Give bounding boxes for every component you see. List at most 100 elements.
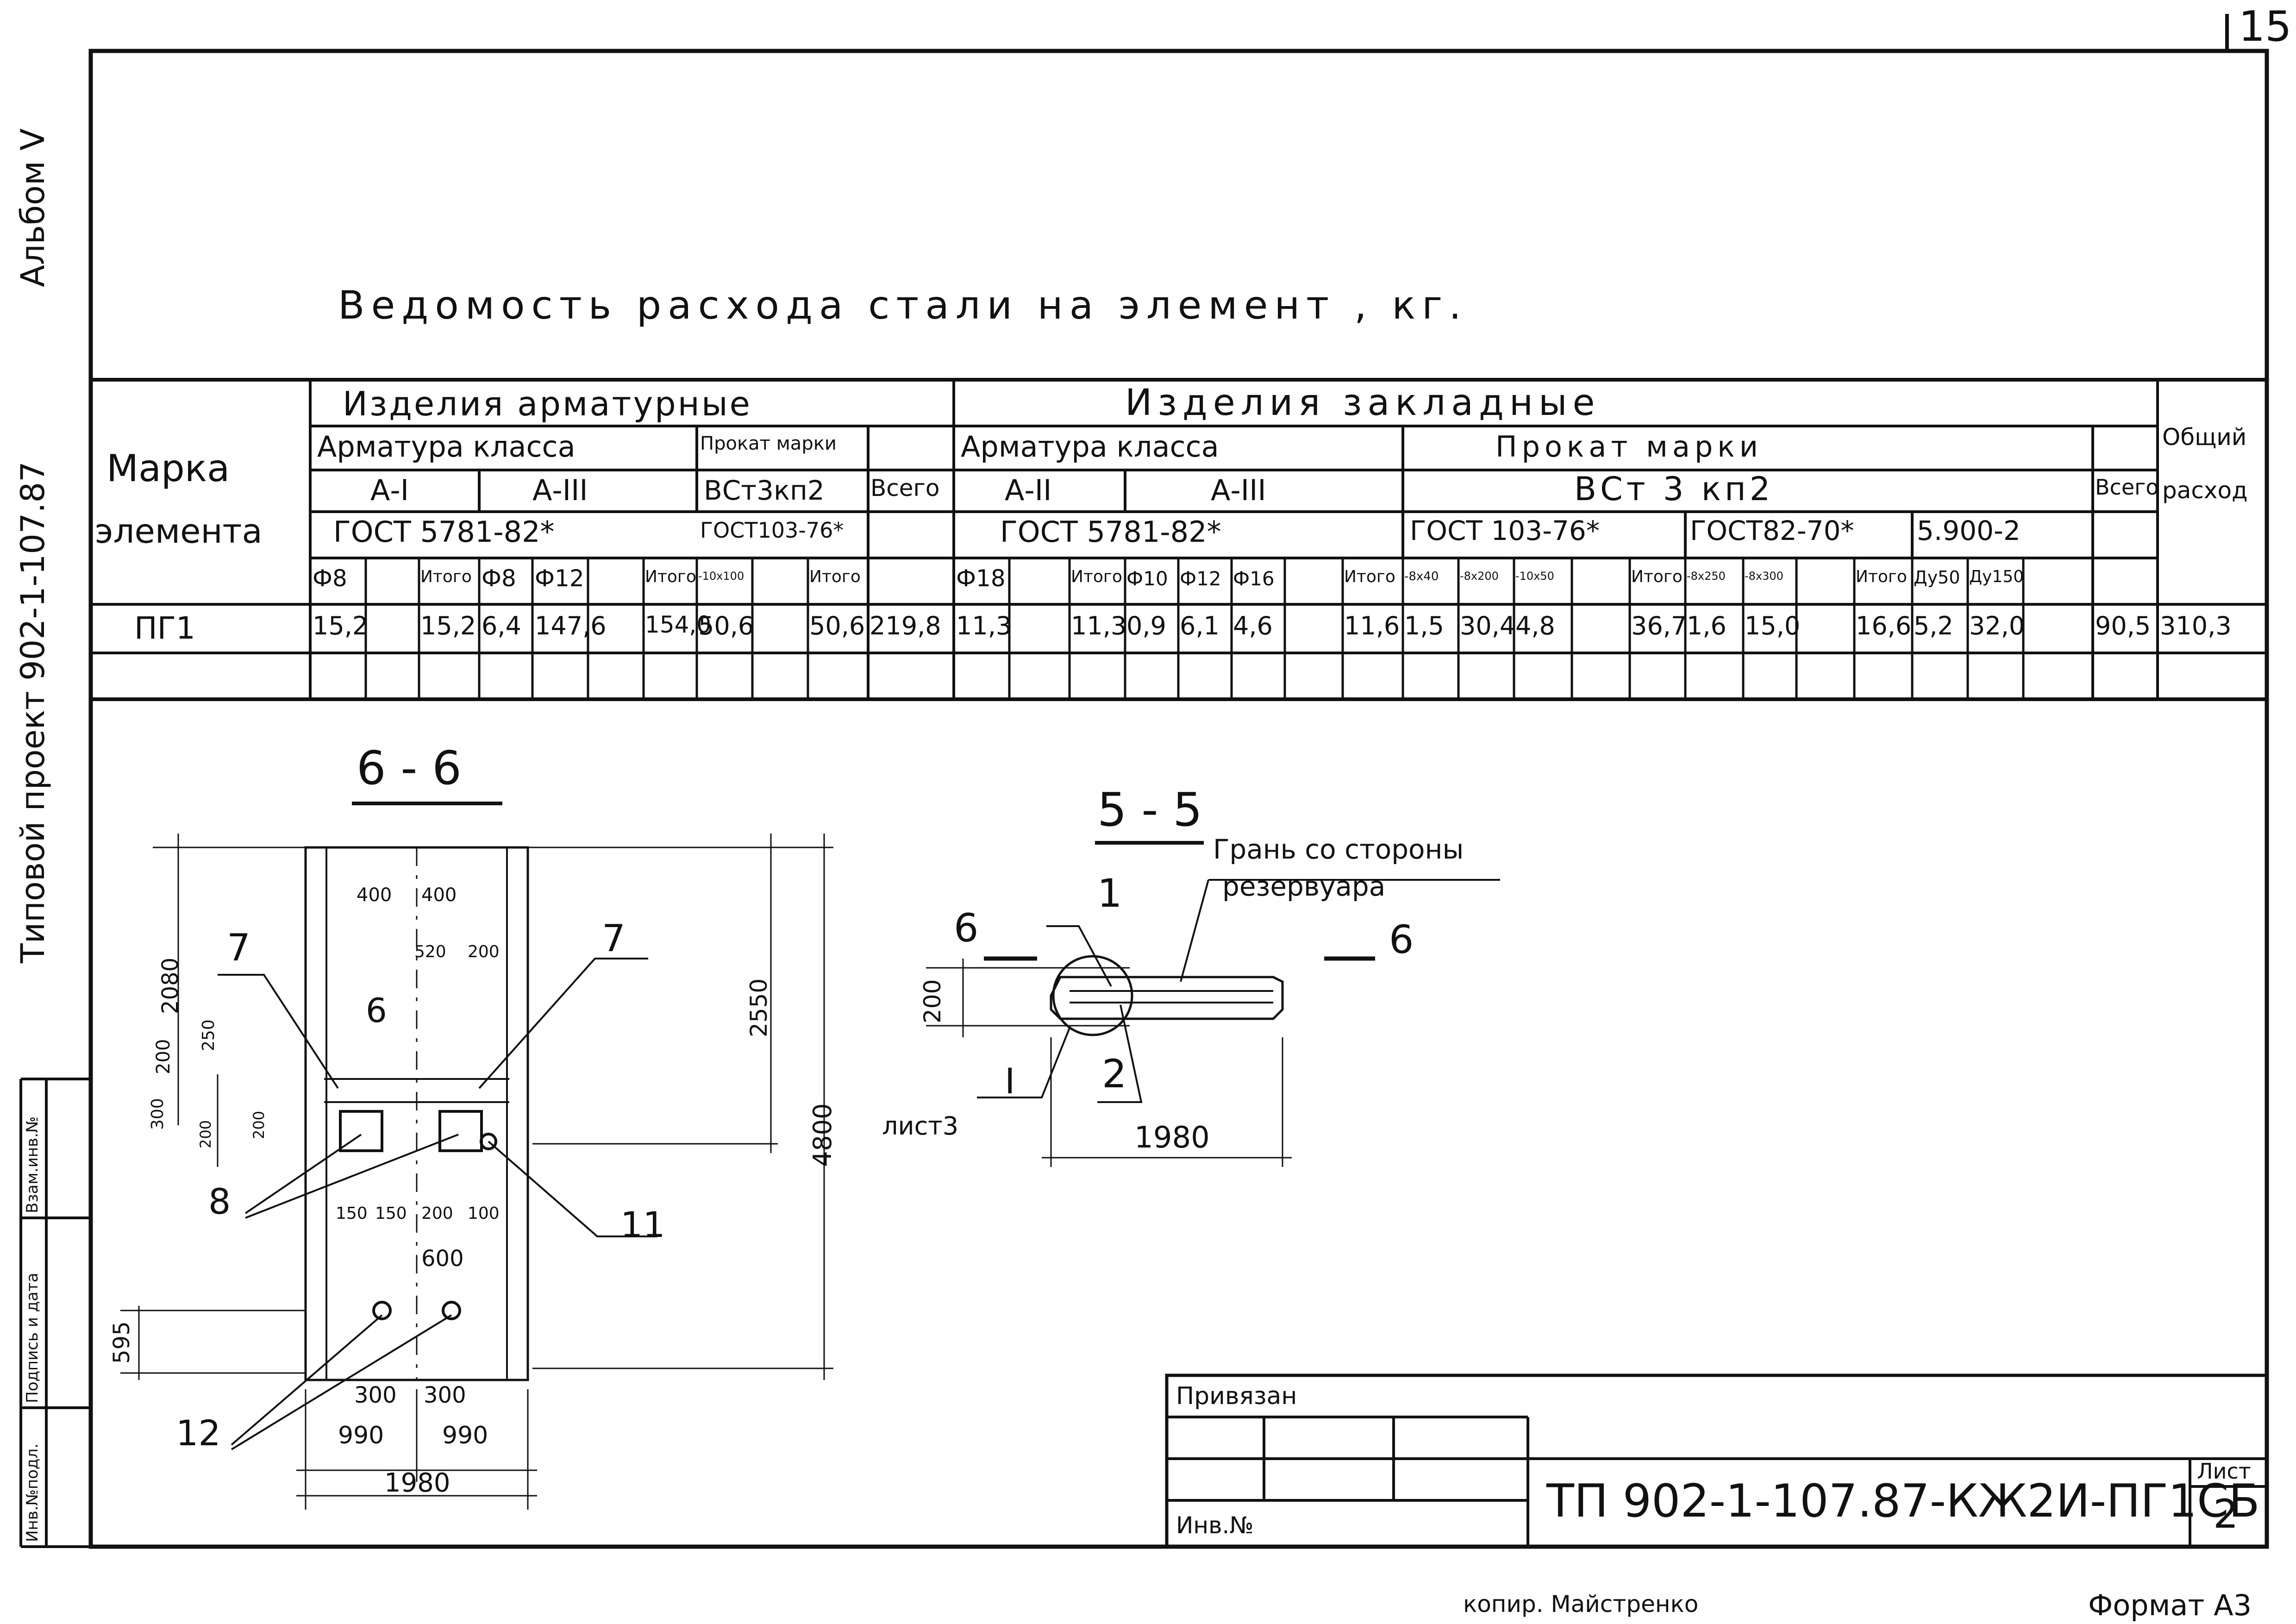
callout-7-left: 7 — [227, 926, 250, 969]
sub-header: -10х50 — [1515, 570, 1554, 583]
title-block-bound: Привязан — [1176, 1382, 1297, 1410]
dim-label: 400 — [421, 884, 457, 906]
row-cell: 0,9 — [1126, 611, 1166, 640]
rolled-brand: Прокат марки — [700, 433, 837, 454]
arm-gost: ГОСТ 5781-82* — [333, 515, 555, 549]
note-face-2: резервуара — [1222, 871, 1386, 902]
footer-format: Формат А3 — [2088, 1588, 2252, 1622]
callout-1: 1 — [1097, 871, 1122, 916]
dim-label: 200 — [468, 942, 500, 961]
drawing-code: ТП 902-1-107.87-КЖ2И-ПГ1СБ — [1546, 1475, 2260, 1528]
group-armature: Изделия арматурные — [343, 384, 752, 423]
section-55-title: 5 - 5 — [1097, 783, 1202, 837]
dim-label: 150 — [375, 1204, 407, 1223]
emb-gost-1: ГОСТ 103-76* — [1410, 515, 1600, 546]
dim-label: 2080 — [157, 957, 183, 1014]
dim-label: 1980 — [384, 1468, 450, 1498]
sub-header: Ф16 — [1233, 567, 1275, 590]
callout-2: 2 — [1102, 1051, 1127, 1097]
node-sheet: лист3 — [882, 1111, 959, 1141]
dim-label: 600 — [421, 1246, 464, 1272]
row-cell: 147,6 — [535, 611, 607, 640]
sub-header: -8х200 — [1460, 570, 1499, 583]
note-face-1: Грань со стороны — [1213, 834, 1464, 865]
emb-a3: А-III — [1211, 473, 1266, 507]
row-cell: 154,0 — [645, 611, 712, 638]
sub-header: Итого — [1856, 567, 1907, 586]
emb-arm-class: Арматура класса — [961, 430, 1219, 464]
row-cell: 36,7 — [1631, 611, 1687, 640]
dim-label: 300 — [354, 1382, 397, 1408]
stamp-vzam-inv: Взам.инв.№ — [23, 1116, 42, 1213]
callout-6: 6 — [366, 991, 387, 1030]
emb-rolled-brand: Прокат марки — [1495, 430, 1763, 464]
row-cell: 4,6 — [1233, 611, 1273, 640]
col-mark-line1: Марка — [106, 447, 230, 490]
row-cell: 15,2 — [420, 611, 476, 640]
cut-mark-left: 6 — [954, 905, 979, 951]
footer-copy: копир. Майстренко — [1463, 1591, 1699, 1618]
row-cell: 50,6 — [809, 611, 865, 640]
row-cell: 6,4 — [482, 611, 521, 640]
dim-label: 990 — [338, 1422, 384, 1449]
callout-11: 11 — [620, 1204, 665, 1245]
project-side-label: Типовой проект 902-1-107.87 — [14, 461, 52, 963]
stamp-inv-podl: Инв.№подл. — [23, 1443, 42, 1542]
dim-label: 520 — [414, 942, 446, 961]
dim-label: 200 — [250, 1110, 268, 1139]
row-cell: 6,1 — [1180, 611, 1220, 640]
row-cell: 16,6 — [1856, 611, 1912, 640]
dim-label: 150 — [336, 1204, 368, 1223]
sub-header: Ф8 — [482, 565, 516, 592]
emb-rolled-steel: ВСт 3 кп2 — [1574, 470, 1774, 508]
dim-label: 300 — [424, 1382, 466, 1408]
rolled-steel: ВСт3кп2 — [704, 475, 825, 506]
dim-label: 2550 — [745, 978, 772, 1037]
arm-class: Арматура класса — [317, 430, 576, 464]
cut-mark-right: 6 — [1389, 917, 1414, 962]
sub-header: -10х100 — [698, 570, 744, 583]
sub-header: Ф10 — [1126, 567, 1168, 590]
page-title: Ведомость расхода стали на элемент , кг. — [338, 282, 1468, 328]
node-mark: I — [1005, 1060, 1015, 1102]
section-66-title: 6 - 6 — [357, 741, 462, 795]
row-cell: 15,0 — [1745, 611, 1801, 640]
row-cell: 15,2 — [313, 611, 369, 640]
dim-label: 1980 — [1134, 1121, 1210, 1155]
row-cell: 30,4 — [1460, 611, 1516, 640]
callout-7-right: 7 — [602, 917, 626, 960]
row-cell: 90,5 — [2095, 611, 2151, 640]
dim-label: 200 — [197, 1120, 214, 1148]
sheet-value: 2 — [2213, 1491, 2239, 1537]
dim-label: 200 — [421, 1204, 453, 1223]
sub-header: Итого — [1344, 567, 1395, 586]
emb-a2: А-II — [1005, 473, 1052, 507]
callout-12: 12 — [176, 1412, 221, 1454]
dim-label: 595 — [109, 1321, 135, 1364]
emb-gost-3: 5.900-2 — [1917, 515, 2021, 546]
row-cell: 219,8 — [870, 611, 941, 640]
rolled-gost: ГОСТ103-76* — [700, 518, 844, 543]
row-cell: 1,6 — [1687, 611, 1727, 640]
sheet-corner-number: 15 — [2239, 2, 2292, 51]
dim-label: 200 — [153, 1039, 174, 1074]
row-cell: 1,5 — [1404, 611, 1444, 640]
row-cell: 11,3 — [1071, 611, 1127, 640]
emb-total: Всего — [2095, 475, 2159, 500]
dim-label: 4800 — [808, 1103, 837, 1167]
dim-label: 990 — [442, 1422, 488, 1449]
dim-label: 100 — [468, 1204, 500, 1223]
row-cell: 4,8 — [1515, 611, 1555, 640]
col-mark-line2: элемента — [95, 512, 263, 551]
col-total: Всего — [870, 475, 940, 502]
album-label: Альбом V — [14, 128, 52, 287]
sub-header: Итого — [420, 567, 472, 586]
emb-gost: ГОСТ 5781-82* — [1000, 515, 1221, 549]
sheet-label: Лист — [2197, 1459, 2251, 1484]
sub-header: Ф8 — [313, 565, 347, 592]
dim-label: 400 — [357, 884, 392, 906]
row-mark: ПГ1 — [134, 610, 195, 646]
title-block-inv: Инв.№ — [1176, 1512, 1254, 1539]
sub-header: -8х300 — [1745, 570, 1783, 583]
